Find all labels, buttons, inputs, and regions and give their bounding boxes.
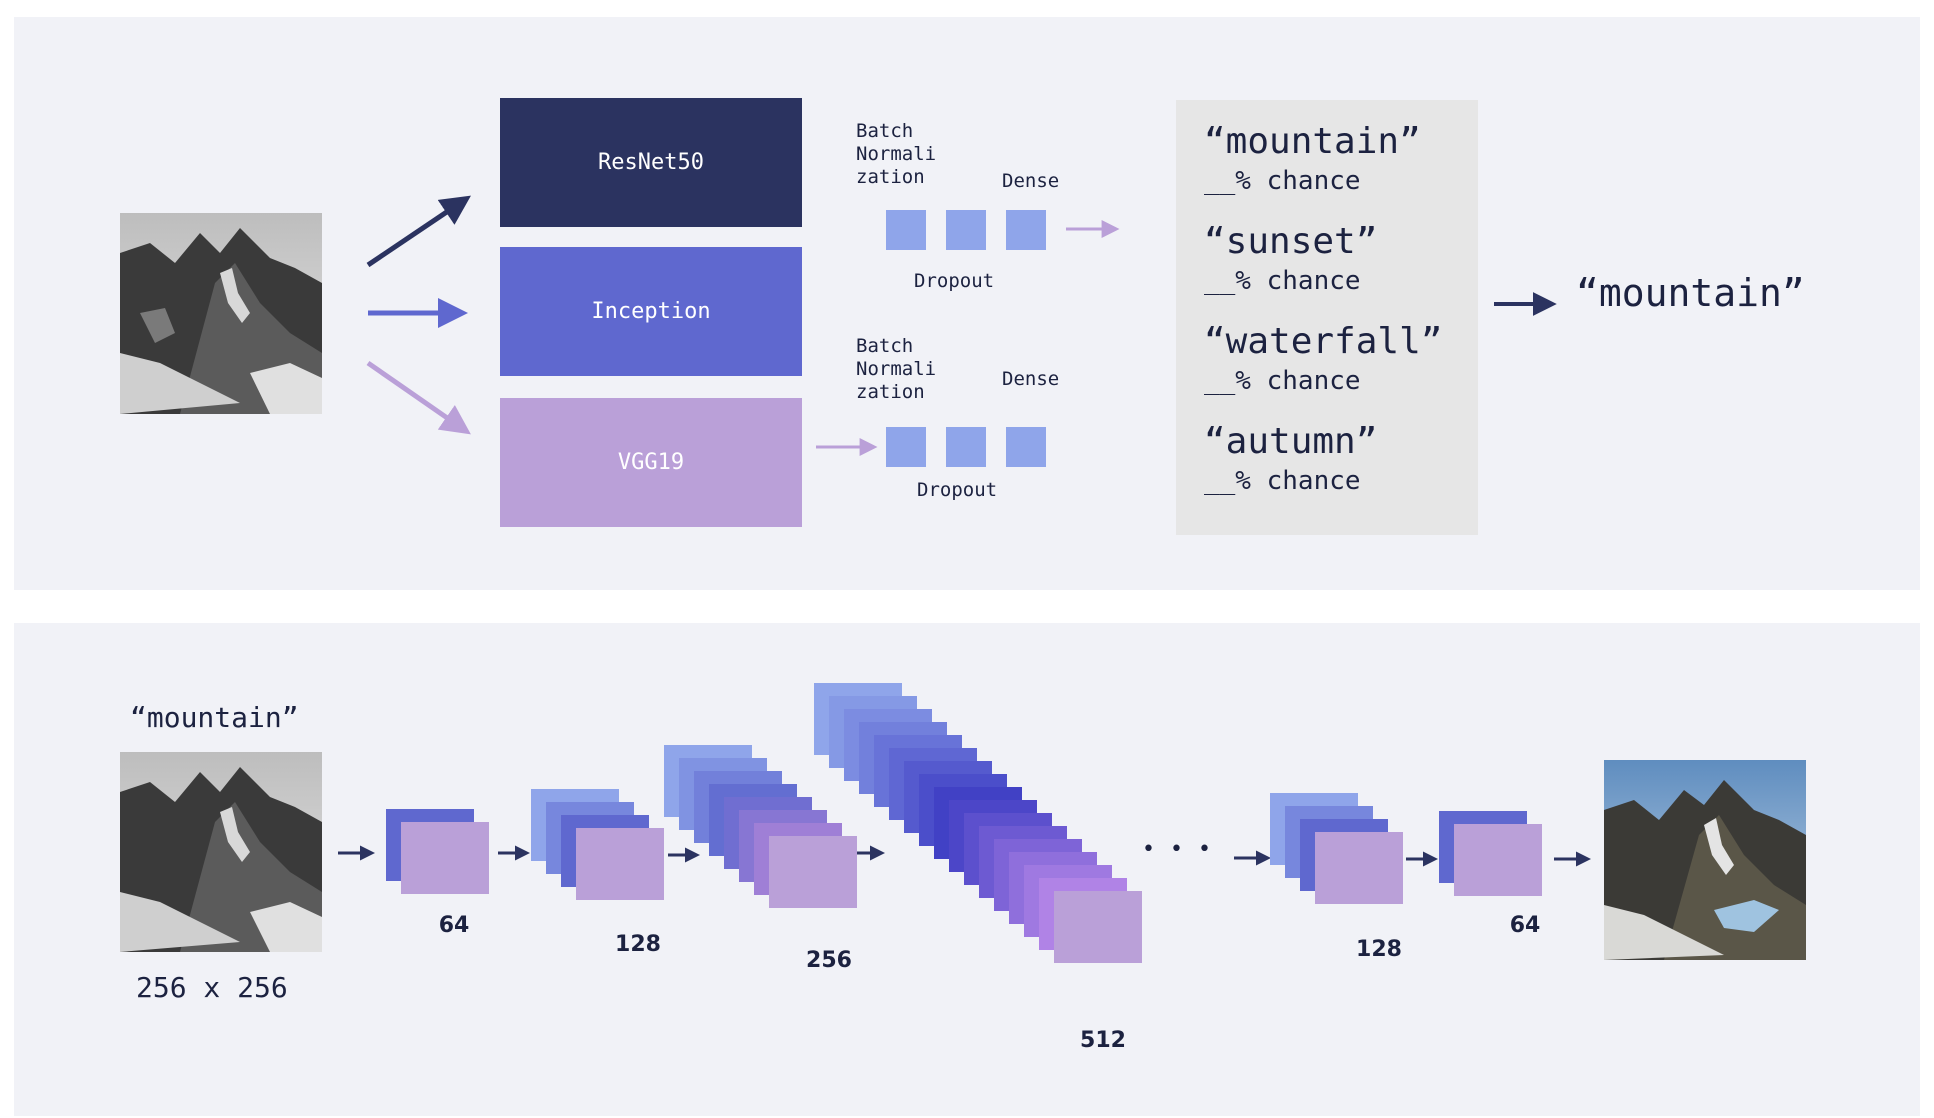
dropout-label-1: Dropout: [914, 270, 995, 292]
inception-block: Inception: [500, 247, 802, 376]
dense-label-2: Dense: [1002, 368, 1060, 390]
colorization-network-panel: “mountain” 256 x 256 64 128 256 512 128 …: [14, 623, 1920, 1116]
mountain-colorized-output-image: [1604, 760, 1806, 960]
fan-out-arrows: [366, 195, 471, 435]
prediction-chance: __% chance: [1204, 166, 1361, 196]
inception-label: Inception: [591, 299, 711, 324]
dense-label-1: Dense: [1002, 170, 1060, 192]
batch-normalization-layer-1: [886, 210, 926, 250]
predictions-box: “mountain” __% chance “sunset” __% chanc…: [1176, 100, 1478, 535]
feature-map: [576, 828, 664, 900]
prediction-label: “waterfall”: [1204, 321, 1443, 362]
vgg19-block: VGG19: [500, 398, 802, 527]
feature-map-stacks: [386, 683, 1542, 963]
dropout-label-2: Dropout: [917, 479, 998, 501]
stage-label: 256: [806, 948, 852, 973]
batch-normalization-label-2: Batch Normali zation: [856, 335, 937, 403]
ellipsis: • • •: [1142, 837, 1215, 862]
dropout-layer-1: [946, 210, 986, 250]
prediction-label: “sunset”: [1204, 221, 1378, 262]
arrow-to-vgg19: [366, 360, 471, 435]
stage-label: 512: [1080, 1028, 1126, 1053]
stage-label: 128: [1356, 937, 1402, 962]
prediction-label: “autumn”: [1204, 421, 1378, 462]
input-caption: “mountain”: [130, 701, 299, 734]
batch-normalization-layer-2: [886, 427, 926, 467]
prediction-chance: __% chance: [1204, 466, 1361, 496]
arrow-from-vgg19: [816, 438, 878, 456]
arrow-to-predictions-1: [1066, 220, 1120, 238]
ensemble-classifier-panel: ResNet50 Inception VGG19 Batch Normali z…: [14, 17, 1920, 590]
feature-map: [1454, 824, 1542, 896]
feature-map: [769, 836, 857, 908]
stage-label: 64: [1509, 913, 1541, 938]
prediction-chance: __% chance: [1204, 266, 1361, 296]
arrow-to-result: [1494, 292, 1557, 316]
vgg19-label: VGG19: [617, 450, 685, 475]
network-layers-diagram: [338, 683, 1591, 963]
prediction-chance: __% chance: [1204, 366, 1361, 396]
dense-layer-2: [1006, 427, 1046, 467]
dropout-layer-2: [946, 427, 986, 467]
input-size-label: 256 x 256: [136, 971, 288, 1004]
feature-map: [1054, 891, 1142, 963]
stage-label: 128: [615, 932, 661, 957]
prediction-label: “mountain”: [1204, 121, 1421, 162]
mountain-grayscale-input-image: [120, 752, 322, 952]
arrow-to-resnet50: [366, 195, 471, 268]
resnet50-block: ResNet50: [500, 98, 802, 227]
batch-normalization-label-1: Batch Normali zation: [856, 120, 937, 188]
feature-map: [401, 822, 489, 894]
stage-label: 64: [438, 913, 470, 938]
mountain-grayscale-image: [120, 213, 322, 414]
resnet50-label: ResNet50: [598, 150, 704, 175]
feature-map: [1315, 832, 1403, 904]
result-label: “mountain”: [1576, 271, 1805, 315]
dense-layer-1: [1006, 210, 1046, 250]
